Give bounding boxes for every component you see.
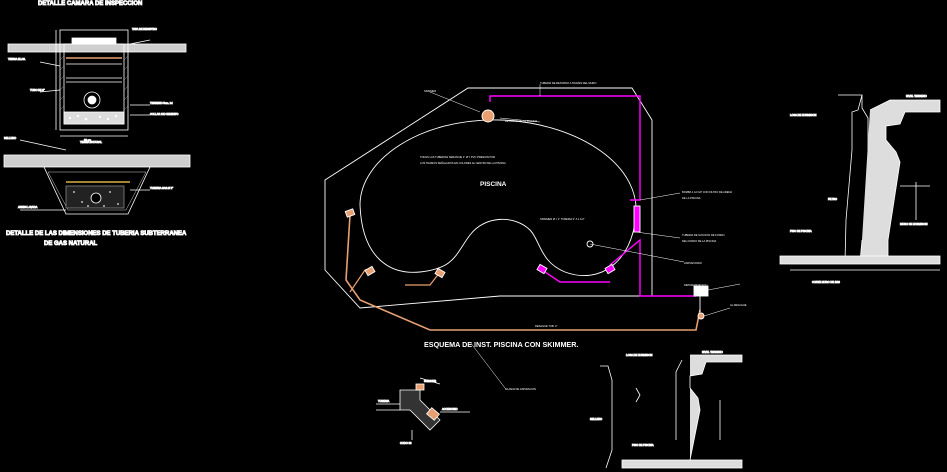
note-right-4: DEL FONDO DE LA PISCINA	[682, 239, 716, 243]
profile-right-muro: MURO DE HORMIGON	[900, 222, 928, 226]
pipe-return	[489, 95, 641, 201]
pipe-suction	[345, 214, 701, 331]
camara-slab	[7, 43, 187, 53]
trench-label-gas: TUBERIA GAS Ø 2"	[150, 186, 173, 190]
camara-label-collar: COLLAR DE CEMENTO	[150, 112, 178, 116]
profile-right-filtro: FILTRO	[828, 197, 837, 201]
camara-label-lid: TAPA DE REGISTRO	[132, 27, 157, 31]
trench-label-arena: ARENA LAVADA	[18, 205, 38, 209]
note-desague: AL DESAGUE	[730, 303, 747, 307]
fitting-detail: TUBERIA ACCESORIO SKIMMER CODO 90	[376, 377, 470, 445]
profile-right-title: CORTE MURO DE 1/20	[812, 280, 840, 284]
trench-label-natural: TIERRA NATURAL	[80, 140, 103, 144]
camara-lid	[71, 37, 117, 45]
note-center-2: LOS TRAMOS SEÑALADOS EN COLORES AL CENTR…	[420, 160, 506, 165]
note-drain: DESAGUE TUB. 4"	[535, 324, 557, 328]
fitting-tuberia: TUBERIA	[378, 399, 390, 403]
camara-label-width: 60 cm	[84, 138, 91, 142]
profile-right-nivel: NIVEL TERRENO	[906, 94, 927, 98]
trench-title-1: DETALLE DE LAS DIMENSIONES DE TUBERIA SU…	[6, 231, 187, 237]
note-bottom: BAJADA DE ASPIRACION	[505, 387, 536, 391]
profile-bottom-nivel: NIVEL TERRENO	[702, 350, 723, 354]
fitting-codo: CODO 90	[400, 441, 412, 445]
note-right-3: TUBERIA DE SUCCION DE FONDO	[682, 233, 725, 237]
note-depurador: DEPURADOR "F.S."	[684, 283, 708, 287]
profile-bottom-losa: LOSA DE HORMIGON	[626, 353, 653, 357]
wall-profile-right: NIVEL TERRENO LOSA DE HORMIGON FILTRO MU…	[779, 94, 941, 284]
camara-label-tierra: TIERRA ELAS.	[8, 57, 26, 61]
profile-right-losa: LOSA DE HORMIGON	[790, 113, 817, 117]
note-right-2: DE LA PISCINA	[682, 196, 701, 200]
trench-label-relleno: RELLENO	[4, 136, 16, 140]
wall-profile-bottom: NIVEL TERRENO LOSA DE HORMIGON RELLENO P…	[590, 350, 743, 469]
trench-detail: TUBERIA GAS Ø 2" ARENA LAVADA RELLENO TI…	[3, 136, 191, 247]
pool-name: PISCINA	[480, 181, 507, 188]
skimmer-top	[481, 109, 495, 123]
return-nozzle	[633, 205, 641, 233]
note-right-1: BOMBA 1 1/2 HP CON FILTRO DE ARENA	[682, 190, 732, 194]
main-schema-title: ESQUEMA DE INST. PISCINA CON SKIMMER.	[424, 340, 578, 349]
camara-detail: DETALLE CAMARA DE INSPECCION	[7, 1, 187, 142]
profile-bottom-piso: PISO DE PISCINA	[632, 443, 654, 447]
fitting-skimmer: SKIMMER	[424, 379, 436, 383]
profile-bottom-relleno: RELLENO	[590, 417, 602, 421]
trench-surface	[3, 154, 191, 168]
note-limpiafondo: LIMPIAFONDO	[684, 261, 702, 265]
note-skimmer-size: SKIMMER Ø = 1" TUBERIA 2" A 1 1/2"	[540, 217, 585, 221]
note-center-1: TODAS LAS TUBERIAS SERAN DE 1" Ø Y PVC P…	[420, 155, 495, 159]
camara-title: DETALLE CAMARA DE INSPECCION	[38, 1, 142, 7]
profile-bottom-wall	[689, 354, 743, 468]
valvula-marker	[586, 240, 594, 248]
note-return: RETORNO DE LA PISCINA	[505, 119, 537, 123]
fitting-accesorio: ACCESORIO	[442, 407, 458, 411]
camara-label-terreno: TERRENO 5cm. bd	[150, 101, 173, 105]
camara-label-tubo: TUBO DE 3"	[30, 88, 45, 92]
note-top: TUBERIA DE RETORNO A TRAVES DEL MURO	[540, 81, 596, 85]
note-skimmer: SKIMMER	[424, 89, 436, 93]
profile-right-piso: PISO DE PISCINA	[790, 229, 812, 233]
trench-title-2: DE GAS NATURAL	[44, 241, 98, 247]
pool-schema: PISCINA TUBERIA DE RETORNO A TRAVES DEL …	[324, 81, 747, 391]
depurador-box	[693, 285, 709, 297]
